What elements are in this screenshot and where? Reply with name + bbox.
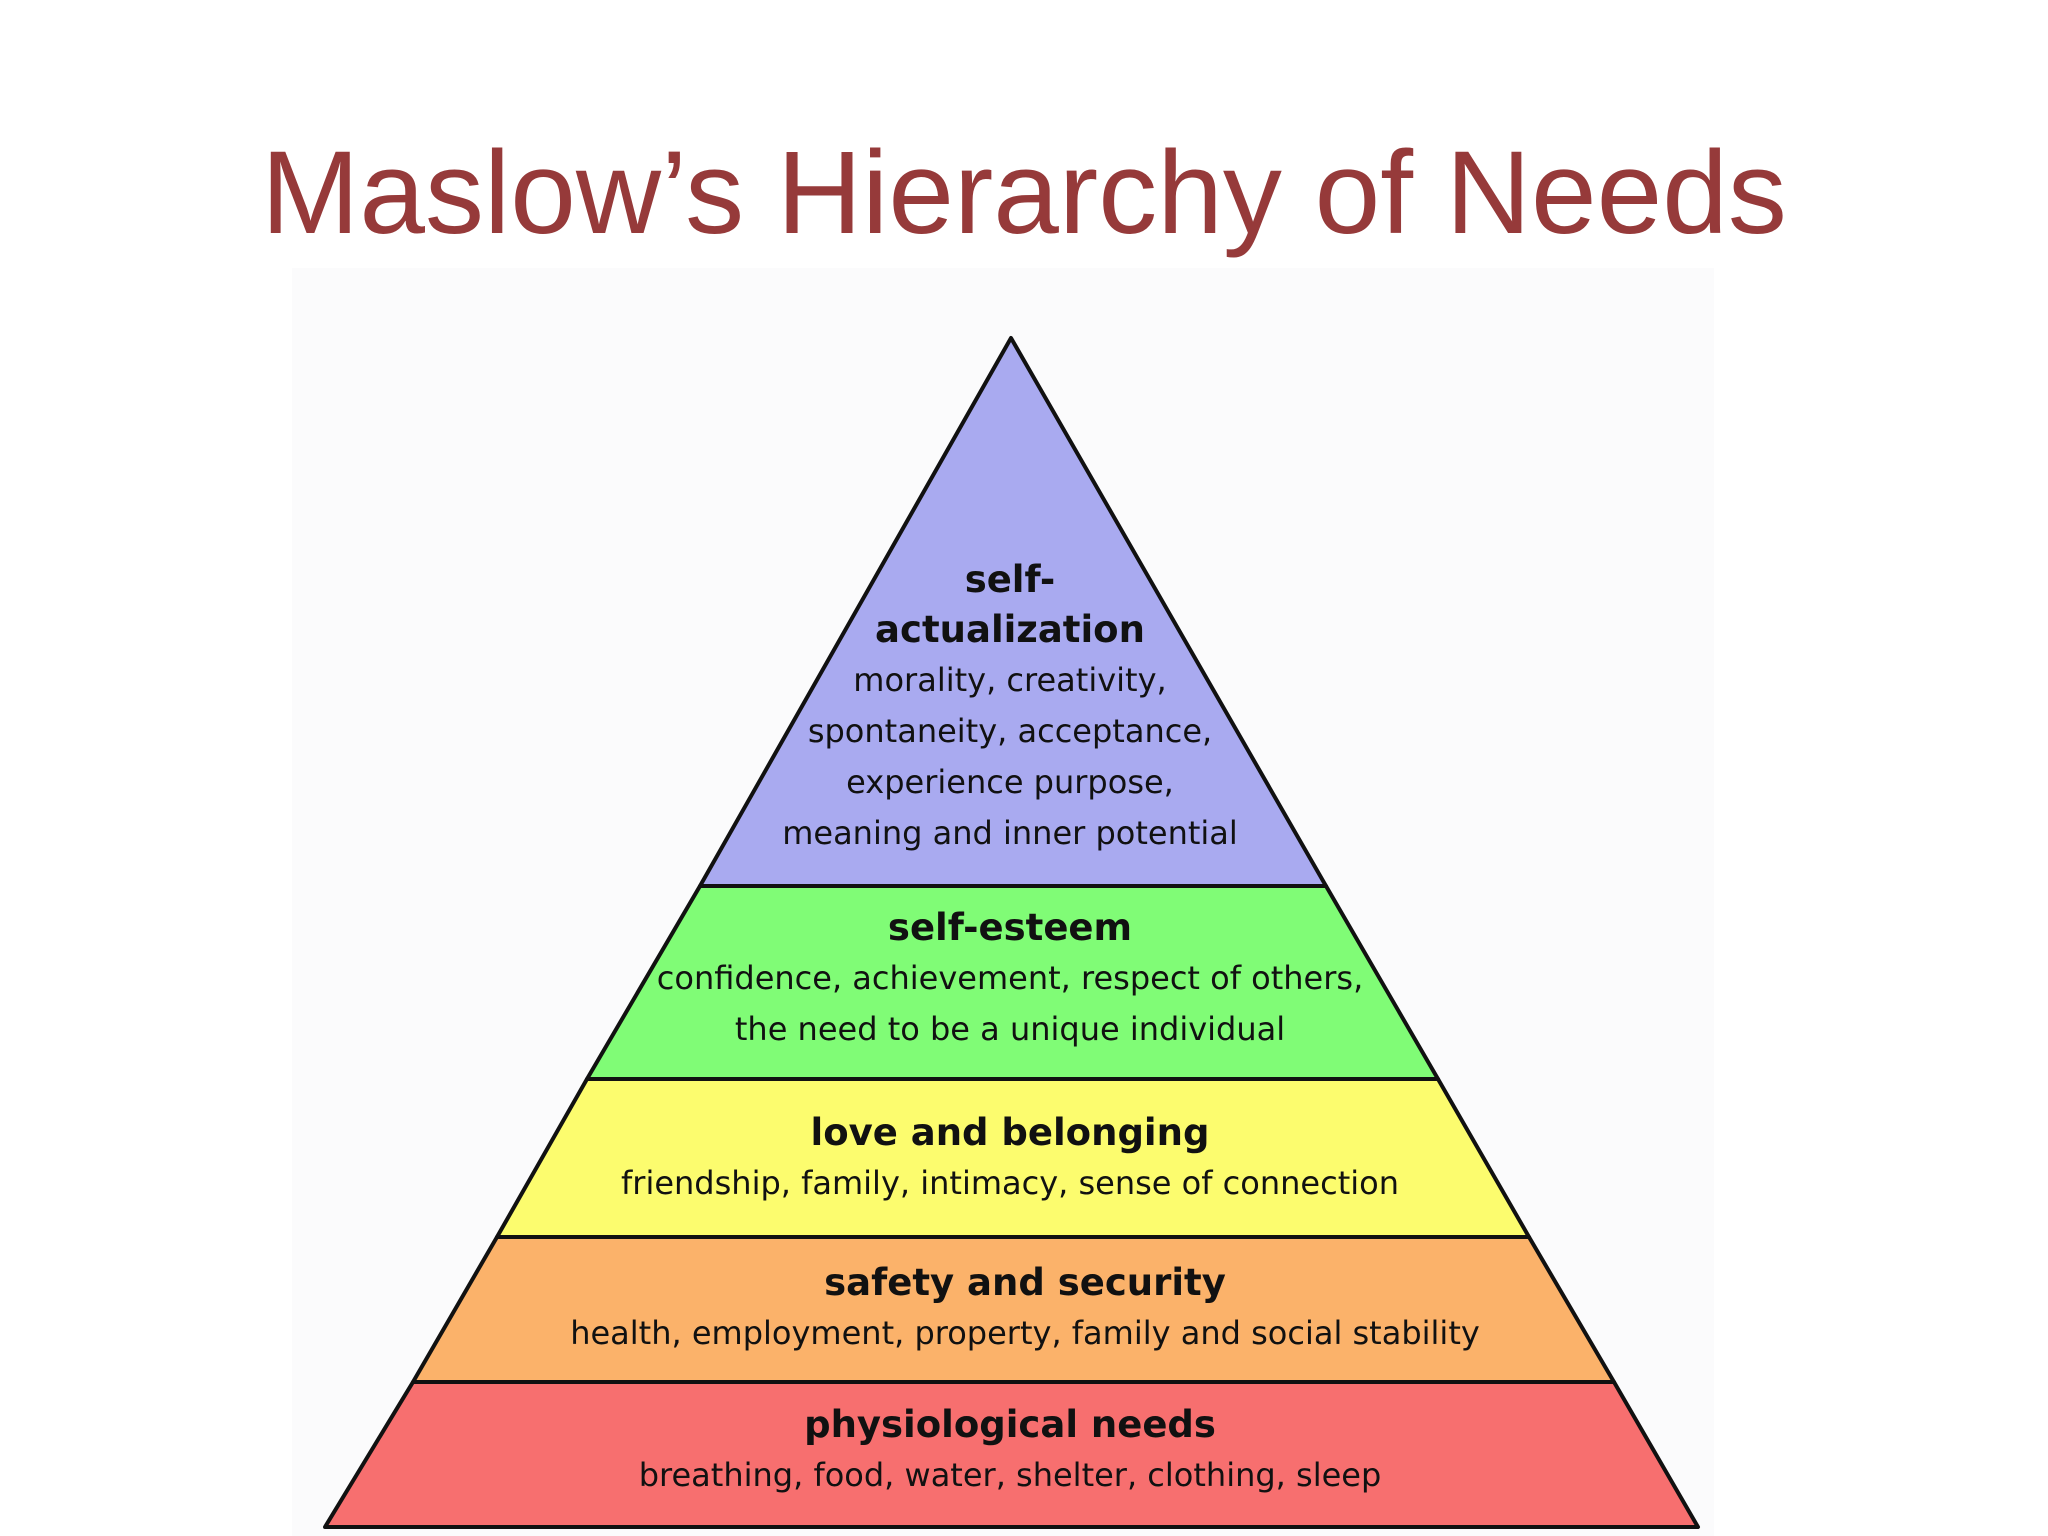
tier-self-esteem-desc-line2: the need to be a unique individual [734,1010,1286,1048]
tier-self-esteem-name: self-esteem [887,906,1133,949]
tier-self-actualization-desc-line1: morality, creativity, [853,661,1167,699]
tier-physiological-name: physiological needs [804,1403,1216,1446]
tier-self-actualization: self- actualization morality, creativity… [760,555,1260,859]
tier-safety-security-name: safety and security [824,1261,1226,1304]
tier-love-belonging-name: love and belonging [810,1111,1210,1154]
tier-love-belonging: love and belonging friendship, family, i… [610,1108,1410,1209]
tier-safety-security: safety and security health, employment, … [540,1258,1510,1359]
tier-love-belonging-desc-line1: friendship, family, intimacy, sense of c… [621,1164,1399,1202]
slide-title: Maslow’s Hierarchy of Needs [261,127,1787,259]
tier-self-actualization-name-line1: self- [964,558,1056,601]
tier-self-actualization-desc-line2: spontaneity, acceptance, [807,712,1213,750]
tier-self-esteem-desc-line1: confidence, achievement, respect of othe… [656,959,1364,997]
tier-self-actualization-desc-line3: experience purpose, [846,763,1174,801]
tier-physiological-desc-line1: breathing, food, water, shelter, clothin… [638,1456,1382,1494]
tier-self-actualization-name-line2: actualization [875,608,1145,651]
tier-self-actualization-desc-line4: meaning and inner potential [782,814,1238,852]
tier-self-esteem: self-esteem confidence, achievement, res… [640,903,1380,1055]
tier-physiological-band [323,1380,1700,1529]
tier-physiological: physiological needs breathing, food, wat… [560,1400,1460,1501]
tier-safety-security-desc-line1: health, employment, property, family and… [570,1314,1480,1352]
